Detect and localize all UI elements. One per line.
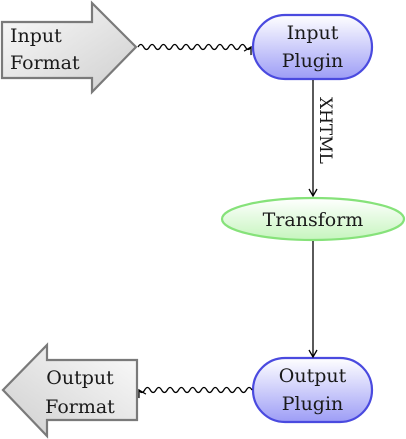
input-format-label-line1: Input xyxy=(10,25,62,47)
input-format-label-line2: Format xyxy=(10,52,80,74)
input-format-arrow-shape xyxy=(0,0,138,95)
input-format-to-plugin-wavy-edge xyxy=(137,43,252,56)
output-format-node: Output Format xyxy=(1,342,139,439)
transform-shape xyxy=(220,196,406,242)
input-format-node: Input Format xyxy=(0,0,138,95)
transform-label: Transform xyxy=(263,209,364,231)
output-plugin-label-line1: Output xyxy=(279,365,347,387)
input-plugin-label-line1: Input xyxy=(287,22,339,44)
output-plugin-label-line2: Plugin xyxy=(282,393,344,415)
xhtml-edge-label: XHTML xyxy=(315,97,335,164)
output-format-arrow-shape xyxy=(1,342,139,439)
input-plugin-label-line2: Plugin xyxy=(282,50,344,72)
input-plugin-node: Input Plugin xyxy=(251,13,374,81)
output-plugin-to-format-wavy-edge xyxy=(138,386,253,399)
input-plugin-shape xyxy=(251,13,374,81)
output-plugin-node: Output Plugin xyxy=(251,356,374,424)
output-format-label-line2: Format xyxy=(45,396,115,418)
transform-node: Transform xyxy=(220,196,406,242)
output-format-label-line1: Output xyxy=(46,367,114,389)
